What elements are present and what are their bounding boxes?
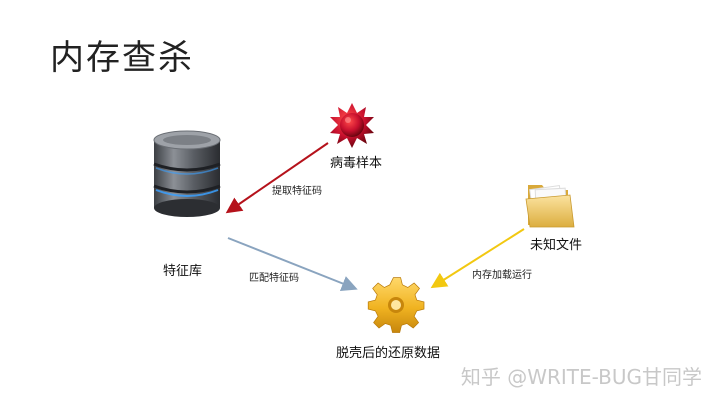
match-label: 匹配特征码 <box>249 273 299 284</box>
engine-label: 脱壳后的还原数据 <box>336 346 441 361</box>
database-icon <box>153 130 221 217</box>
virus-label: 病毒样本 <box>330 156 383 171</box>
extract-label: 提取特征码 <box>272 186 322 197</box>
load-arrow <box>430 228 525 289</box>
match-arrow <box>227 237 358 292</box>
extract-arrow <box>225 142 329 214</box>
watermark: 知乎 @WRITE-BUG甘同学 <box>460 365 702 389</box>
page-title: 内存查杀 <box>50 38 194 78</box>
folder-icon <box>525 184 575 228</box>
gear-icon <box>367 277 425 333</box>
file-label: 未知文件 <box>530 238 583 253</box>
virus-icon <box>330 103 374 148</box>
load-label: 内存加载运行 <box>472 270 532 281</box>
database-label: 特征库 <box>163 264 203 279</box>
